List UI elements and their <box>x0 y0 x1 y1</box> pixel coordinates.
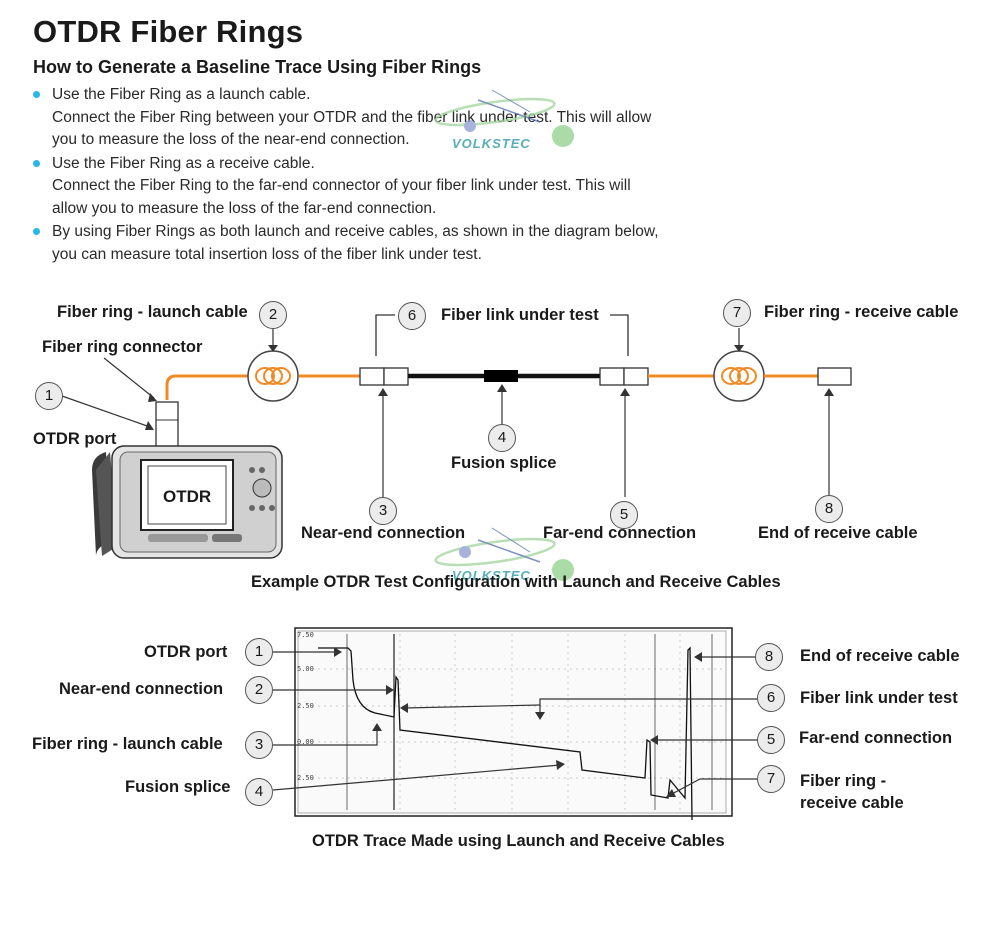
otdr-device <box>92 401 283 559</box>
trace-label-far-end: Far-end connection <box>799 729 953 747</box>
bullet-text-line: Connect the Fiber Ring to the far-end co… <box>52 177 631 194</box>
bullet-text-line: By using Fiber Rings as both launch and … <box>52 223 659 240</box>
callout-7: 7 <box>723 299 751 327</box>
launch-fiber-line <box>165 374 248 400</box>
bullet-list: Use the Fiber Ring as a launch cable. Co… <box>33 84 673 267</box>
trace-label-fusion-splice: Fusion splice <box>125 778 231 796</box>
fusion-splice-mark <box>484 370 518 382</box>
trace-callout-2: 2 <box>245 676 273 704</box>
y-tick: 5.00 <box>297 665 314 673</box>
trace-callout-6: 6 <box>757 684 785 712</box>
page-subtitle: How to Generate a Baseline Trace Using F… <box>33 57 482 77</box>
watermark-logo <box>434 527 574 581</box>
far-end-connector <box>599 367 625 386</box>
bullet-text-line: Use the Fiber Ring as a receive cable. <box>52 154 315 172</box>
label-fiber-link: Fiber link under test <box>441 306 599 324</box>
bullet-dot-icon <box>33 91 40 98</box>
trace-callout-8: 8 <box>755 643 783 671</box>
trace-label-receive-2: receive cable <box>800 794 904 812</box>
callout-1: 1 <box>35 382 63 410</box>
receive-end-connector <box>817 367 852 386</box>
config-caption: Example OTDR Test Configuration with Lau… <box>251 573 781 591</box>
label-receive-cable: Fiber ring - receive cable <box>764 303 959 321</box>
bullet-receive: Use the Fiber Ring as a receive cable. C… <box>33 153 673 221</box>
bullet-dot-icon <box>33 228 40 235</box>
label-otdr-port: OTDR port <box>33 430 117 448</box>
y-tick: 2.50 <box>297 702 314 710</box>
near-end-connector <box>359 367 385 386</box>
trace-caption: OTDR Trace Made using Launch and Receive… <box>312 832 725 850</box>
trace-label-near-end: Near-end connection <box>59 680 224 698</box>
bullet-text-line: allow you to measure the loss of the far… <box>52 199 437 217</box>
trace-callout-1: 1 <box>245 638 273 666</box>
trace-label-fiber-link: Fiber link under test <box>800 689 958 707</box>
watermark-logo <box>434 89 574 147</box>
near-end-connector <box>383 367 409 386</box>
trace-callout-7: 7 <box>757 765 785 793</box>
bullet-text-line: you can measure total insertion loss of … <box>52 245 482 263</box>
trace-label-end-receive: End of receive cable <box>800 647 960 665</box>
link-bracket <box>610 314 629 356</box>
otdr-screen-label: OTDR <box>163 487 212 506</box>
callout-6: 6 <box>398 302 426 330</box>
label-ring-connector: Fiber ring connector <box>42 338 203 356</box>
callout-2: 2 <box>259 301 287 329</box>
label-end-receive: End of receive cable <box>758 524 918 542</box>
receive-ring-icon <box>713 350 765 402</box>
trace-callout-5: 5 <box>757 726 785 754</box>
bullet-both: By using Fiber Rings as both launch and … <box>33 221 673 266</box>
label-far-end: Far-end connection <box>543 524 697 542</box>
trace-label-otdr-port: OTDR port <box>144 643 228 661</box>
label-near-end: Near-end connection <box>301 524 466 542</box>
otdr-trace-chart <box>294 627 733 821</box>
y-tick: 7.50 <box>297 631 314 639</box>
watermark-text: VOLKSTEC <box>452 568 531 583</box>
trace-callout-4: 4 <box>245 778 273 806</box>
trace-callout-3: 3 <box>245 731 273 759</box>
page-title: OTDR Fiber Rings <box>33 14 304 49</box>
bullet-dot-icon <box>33 159 40 167</box>
bullet-launch: Use the Fiber Ring as a launch cable. Co… <box>33 84 673 152</box>
label-fusion-splice: Fusion splice <box>451 454 557 472</box>
y-tick: 0.00 <box>297 738 314 746</box>
callout-4: 4 <box>488 424 516 452</box>
trace-label-launch-cable: Fiber ring - launch cable <box>32 735 223 753</box>
link-bracket <box>375 314 395 356</box>
label-launch-cable: Fiber ring - launch cable <box>57 303 248 321</box>
callout-5: 5 <box>610 501 638 529</box>
callout-3: 3 <box>369 497 397 525</box>
bullet-text-line: Use the Fiber Ring as a launch cable. <box>52 86 311 103</box>
callout-8: 8 <box>815 495 843 523</box>
watermark-text: VOLKSTEC <box>452 136 531 151</box>
trace-label-receive-1: Fiber ring - <box>800 772 887 790</box>
launch-ring-icon <box>247 350 299 402</box>
y-tick: 2.50 <box>297 774 314 782</box>
far-end-connector <box>623 367 649 386</box>
bullet-text-line: you to measure the loss of the near-end … <box>52 131 410 148</box>
